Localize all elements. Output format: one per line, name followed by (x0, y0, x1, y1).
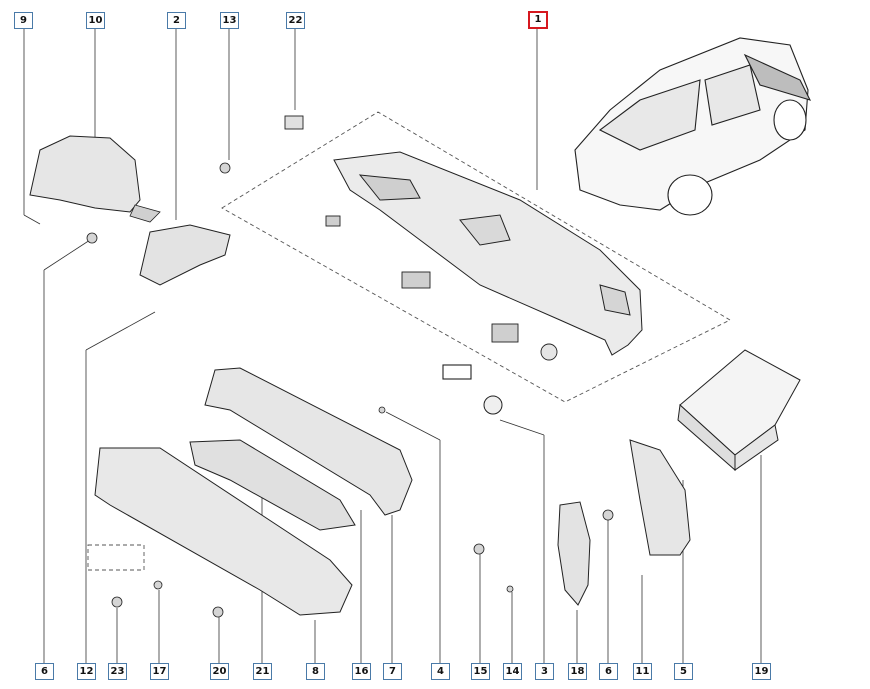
callout-16[interactable]: 16 (352, 663, 371, 680)
nut-part (602, 509, 614, 521)
side-bracket-part (139, 224, 231, 286)
clip-part (325, 215, 341, 227)
energy-absorber-part (204, 367, 413, 516)
callout-1-highlighted[interactable]: 1 (528, 11, 548, 29)
rear-bumper-part (333, 151, 643, 356)
bracket-part (491, 323, 519, 343)
callout-15[interactable]: 15 (471, 663, 490, 680)
callout-20[interactable]: 20 (210, 663, 229, 680)
callout-9[interactable]: 9 (14, 12, 33, 29)
callout-6[interactable]: 6 (35, 663, 54, 680)
sensor-ring-part (483, 395, 503, 415)
callout-22[interactable]: 22 (286, 12, 305, 29)
callout-21[interactable]: 21 (253, 663, 272, 680)
callout-14[interactable]: 14 (503, 663, 522, 680)
callout-5[interactable]: 5 (674, 663, 693, 680)
reinforcement-beam-part (94, 447, 353, 616)
callout-10[interactable]: 10 (86, 12, 105, 29)
bracket-part (401, 271, 431, 289)
screw-part (506, 585, 514, 593)
callout-11[interactable]: 11 (633, 663, 652, 680)
optional-part-box (87, 544, 145, 571)
fixings-kit-box (677, 349, 801, 472)
callout-8[interactable]: 8 (306, 663, 325, 680)
nut-part (86, 232, 98, 244)
nut-part (111, 596, 123, 608)
assembly-outline (221, 111, 731, 403)
sensor-ring-part (540, 343, 558, 361)
callout-23[interactable]: 23 (108, 663, 127, 680)
grommet-part (473, 543, 485, 555)
side-guide-part (629, 439, 691, 556)
callout-17[interactable]: 17 (150, 663, 169, 680)
nut-part (219, 162, 231, 174)
callout-3[interactable]: 3 (535, 663, 554, 680)
side-support-part (557, 501, 591, 606)
callout-19[interactable]: 19 (752, 663, 771, 680)
callout-4[interactable]: 4 (431, 663, 450, 680)
crossmember-part (189, 439, 356, 531)
nut-part (212, 606, 224, 618)
callout-2[interactable]: 2 (167, 12, 186, 29)
screw-part (378, 406, 386, 414)
vehicle-reference-drawing (574, 37, 812, 216)
callout-7[interactable]: 7 (383, 663, 402, 680)
sensor-gasket-part (442, 364, 472, 380)
callout-18[interactable]: 18 (568, 663, 587, 680)
clip-part (153, 580, 163, 590)
callout-6-right[interactable]: 6 (599, 663, 618, 680)
part-22-block (284, 115, 304, 130)
callout-12[interactable]: 12 (77, 663, 96, 680)
wheel-arch-liner-part (29, 135, 141, 213)
callout-13[interactable]: 13 (220, 12, 239, 29)
